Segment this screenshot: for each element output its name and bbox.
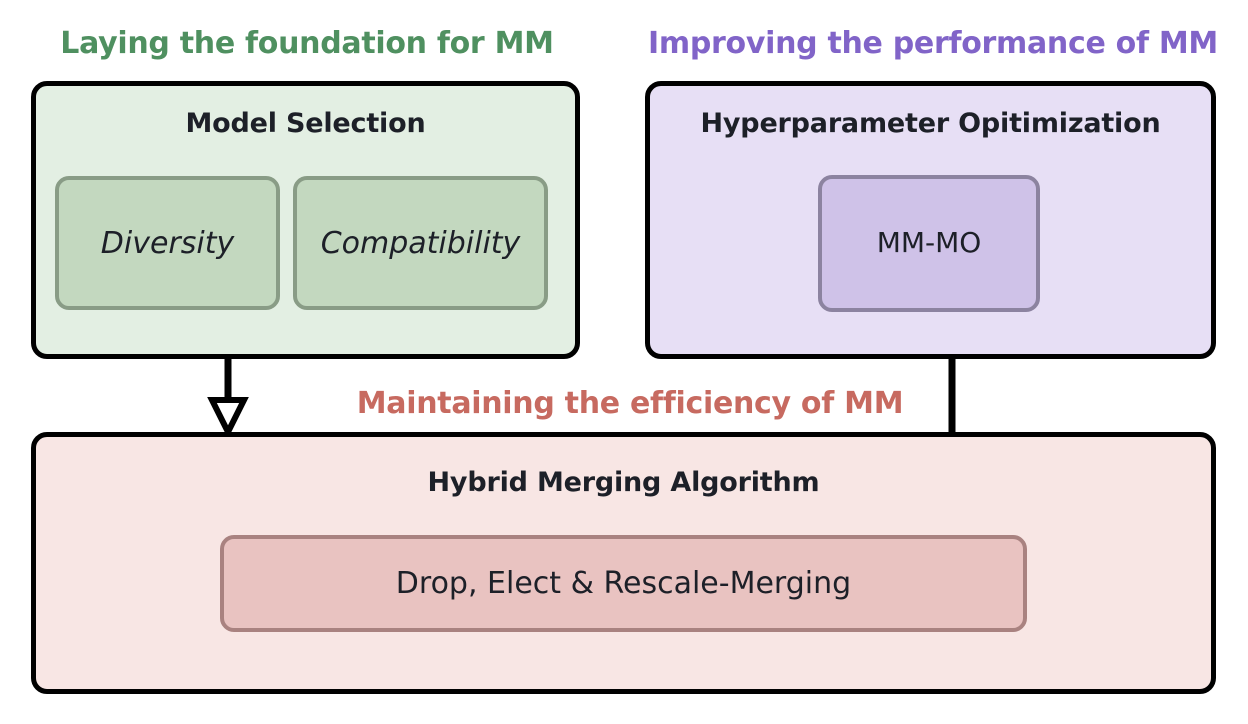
chip-drop-elect-rescale-merging-label: Drop, Elect & Rescale-Merging	[395, 566, 852, 601]
chip-diversity: Diversity	[55, 176, 280, 310]
panel-hyperparameter-optimization: Hyperparameter Opitimization MM-MO	[645, 81, 1216, 359]
chip-compatibility: Compatibility	[293, 176, 548, 310]
chip-diversity-label: Diversity	[100, 225, 235, 261]
panel-title-model-selection: Model Selection	[185, 108, 426, 139]
section-heading-performance: Improving the performance of MM	[648, 26, 1218, 61]
connector-line-icon	[948, 358, 956, 436]
panel-title-hybrid-merging-algorithm: Hybrid Merging Algorithm	[427, 467, 820, 498]
chip-drop-elect-rescale-merging: Drop, Elect & Rescale-Merging	[220, 535, 1027, 632]
panel-title-hyperparameter-optimization: Hyperparameter Opitimization	[700, 108, 1161, 139]
chip-compatibility-label: Compatibility	[320, 225, 521, 261]
chip-mm-mo: MM-MO	[818, 175, 1040, 312]
section-heading-foundation: Laying the foundation for MM	[60, 26, 554, 61]
panel-hybrid-merging-algorithm: Hybrid Merging Algorithm Drop, Elect & R…	[31, 432, 1216, 694]
arrow-down-icon	[207, 358, 249, 436]
section-heading-efficiency: Maintaining the efficiency of MM	[356, 386, 904, 421]
chip-mm-mo-label: MM-MO	[876, 226, 982, 260]
panel-model-selection: Model Selection Diversity Compatibility	[31, 81, 580, 359]
